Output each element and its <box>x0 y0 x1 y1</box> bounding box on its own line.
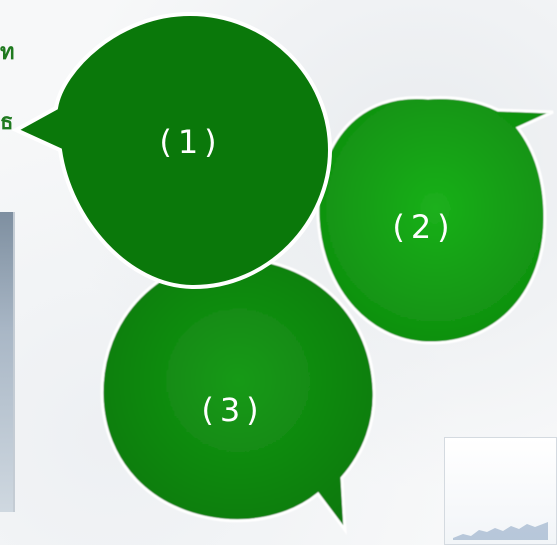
edge-text-middle: ธ <box>0 110 14 135</box>
bubble-1 <box>11 11 333 290</box>
right-partial-chart-image <box>444 437 557 545</box>
edge-text-top: ท <box>0 40 15 65</box>
bubble-1-label: (1) <box>159 123 223 161</box>
mini-chart-line <box>453 522 548 540</box>
bubble-3 <box>100 256 376 535</box>
bubble-2-label: (2) <box>392 208 456 246</box>
bubble-3-label: (3) <box>201 391 265 429</box>
left-partial-image <box>0 212 15 512</box>
